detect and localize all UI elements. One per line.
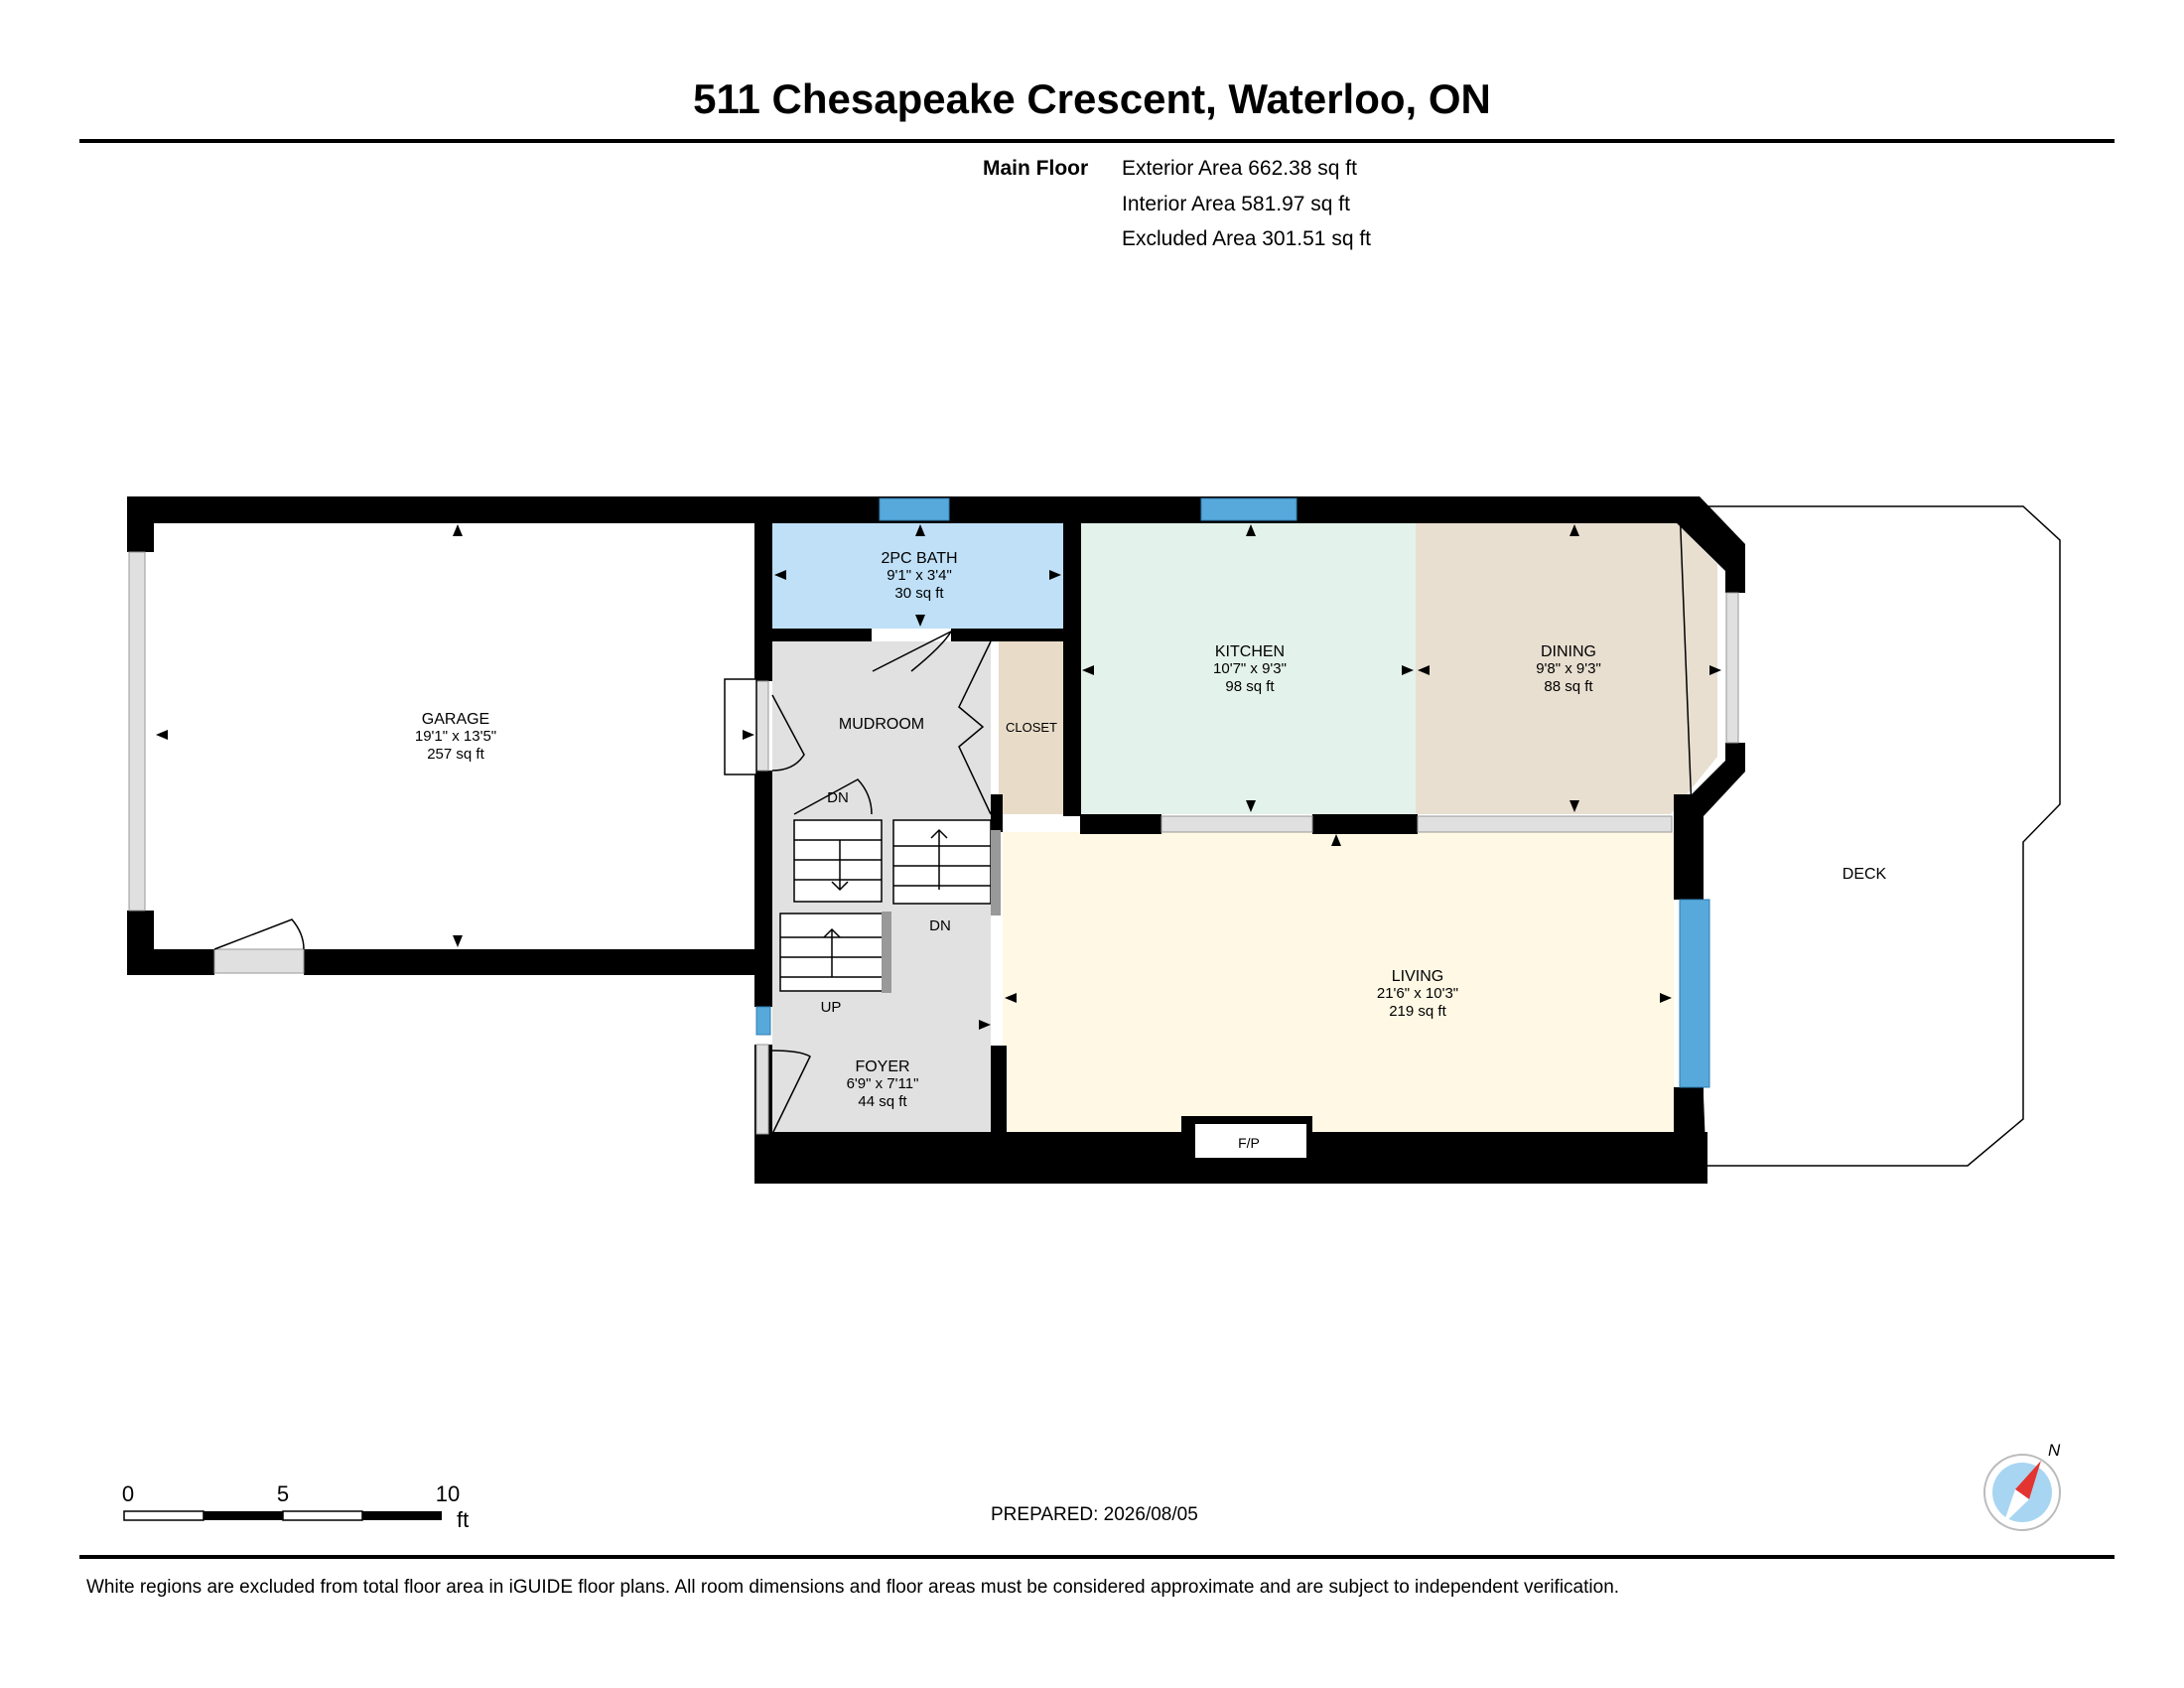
fireplace	[1195, 1124, 1306, 1158]
windows	[755, 497, 1710, 1088]
excluded-area: Excluded Area 301.51 sq ft	[1122, 227, 1372, 250]
living-fill	[1003, 832, 1674, 1158]
page-title: 511 Chesapeake Crescent, Waterloo, ON	[693, 75, 1491, 122]
bath-area: 30 sq ft	[894, 585, 944, 602]
scale-tick-0: 0	[122, 1481, 134, 1506]
bath-label: 2PC BATH	[881, 550, 957, 567]
kitchen-fill	[1080, 522, 1416, 814]
living-dims: 21'6" x 10'3"	[1377, 985, 1458, 1002]
compass-icon: N	[1983, 1441, 2061, 1531]
mudroom-fill	[772, 641, 991, 814]
stair-rail	[991, 830, 1001, 915]
exterior-area: Exterior Area 662.38 sq ft	[1122, 157, 1357, 180]
deck-outline	[1679, 505, 2061, 1167]
kitchen-area: 98 sq ft	[1225, 678, 1275, 695]
scale-unit: ft	[457, 1507, 469, 1532]
foyer-area: 44 sq ft	[858, 1093, 907, 1110]
living-area: 219 sq ft	[1389, 1003, 1446, 1020]
deck-label: DECK	[1843, 866, 1887, 883]
mudroom-label: MUDROOM	[839, 716, 924, 733]
dining-label: DINING	[1541, 643, 1596, 660]
prepared-date: PREPARED: 2026/08/05	[991, 1504, 1198, 1525]
compass-north: N	[2048, 1441, 2061, 1460]
stairs-down-label: DN	[929, 917, 951, 934]
stair-rail	[882, 912, 891, 993]
closet-fill	[999, 641, 1063, 814]
disclaimer: White regions are excluded from total fl…	[86, 1577, 1620, 1598]
garage-dims: 19'1" x 13'5"	[415, 728, 496, 745]
kitchen-dims: 10'7" x 9'3"	[1213, 660, 1287, 677]
scale-tick-5: 5	[277, 1481, 289, 1506]
doors	[213, 630, 992, 1135]
closet-label: CLOSET	[1006, 720, 1057, 735]
stairs	[779, 819, 992, 992]
bath-fill	[772, 522, 1063, 629]
dining-dims: 9'8" x 9'3"	[1536, 660, 1601, 677]
door-thresholds	[128, 551, 1739, 1135]
floor-label: Main Floor	[983, 157, 1089, 180]
dining-area: 88 sq ft	[1544, 678, 1593, 695]
stairs-up-label: UP	[821, 999, 842, 1016]
kitchen-label: KITCHEN	[1215, 643, 1285, 660]
foyer-dims: 6'9" x 7'11"	[847, 1075, 919, 1092]
fireplace-label: F/P	[1238, 1135, 1260, 1151]
garage-label: GARAGE	[422, 711, 489, 728]
footer-divider	[79, 1555, 2115, 1559]
header-divider	[79, 139, 2115, 143]
stairs-down-label: DN	[827, 789, 849, 806]
scale-bar: 0 5 10 ft	[122, 1481, 469, 1532]
scale-tick-10: 10	[436, 1481, 460, 1506]
interior-area: Interior Area 581.97 sq ft	[1122, 193, 1350, 215]
dining-fill	[1416, 522, 1717, 814]
living-label: LIVING	[1392, 968, 1443, 985]
bath-dims: 9'1" x 3'4"	[887, 567, 952, 584]
dimension-arrows	[156, 524, 1721, 1156]
foyer-label: FOYER	[855, 1058, 909, 1075]
garage-area: 257 sq ft	[427, 746, 484, 763]
